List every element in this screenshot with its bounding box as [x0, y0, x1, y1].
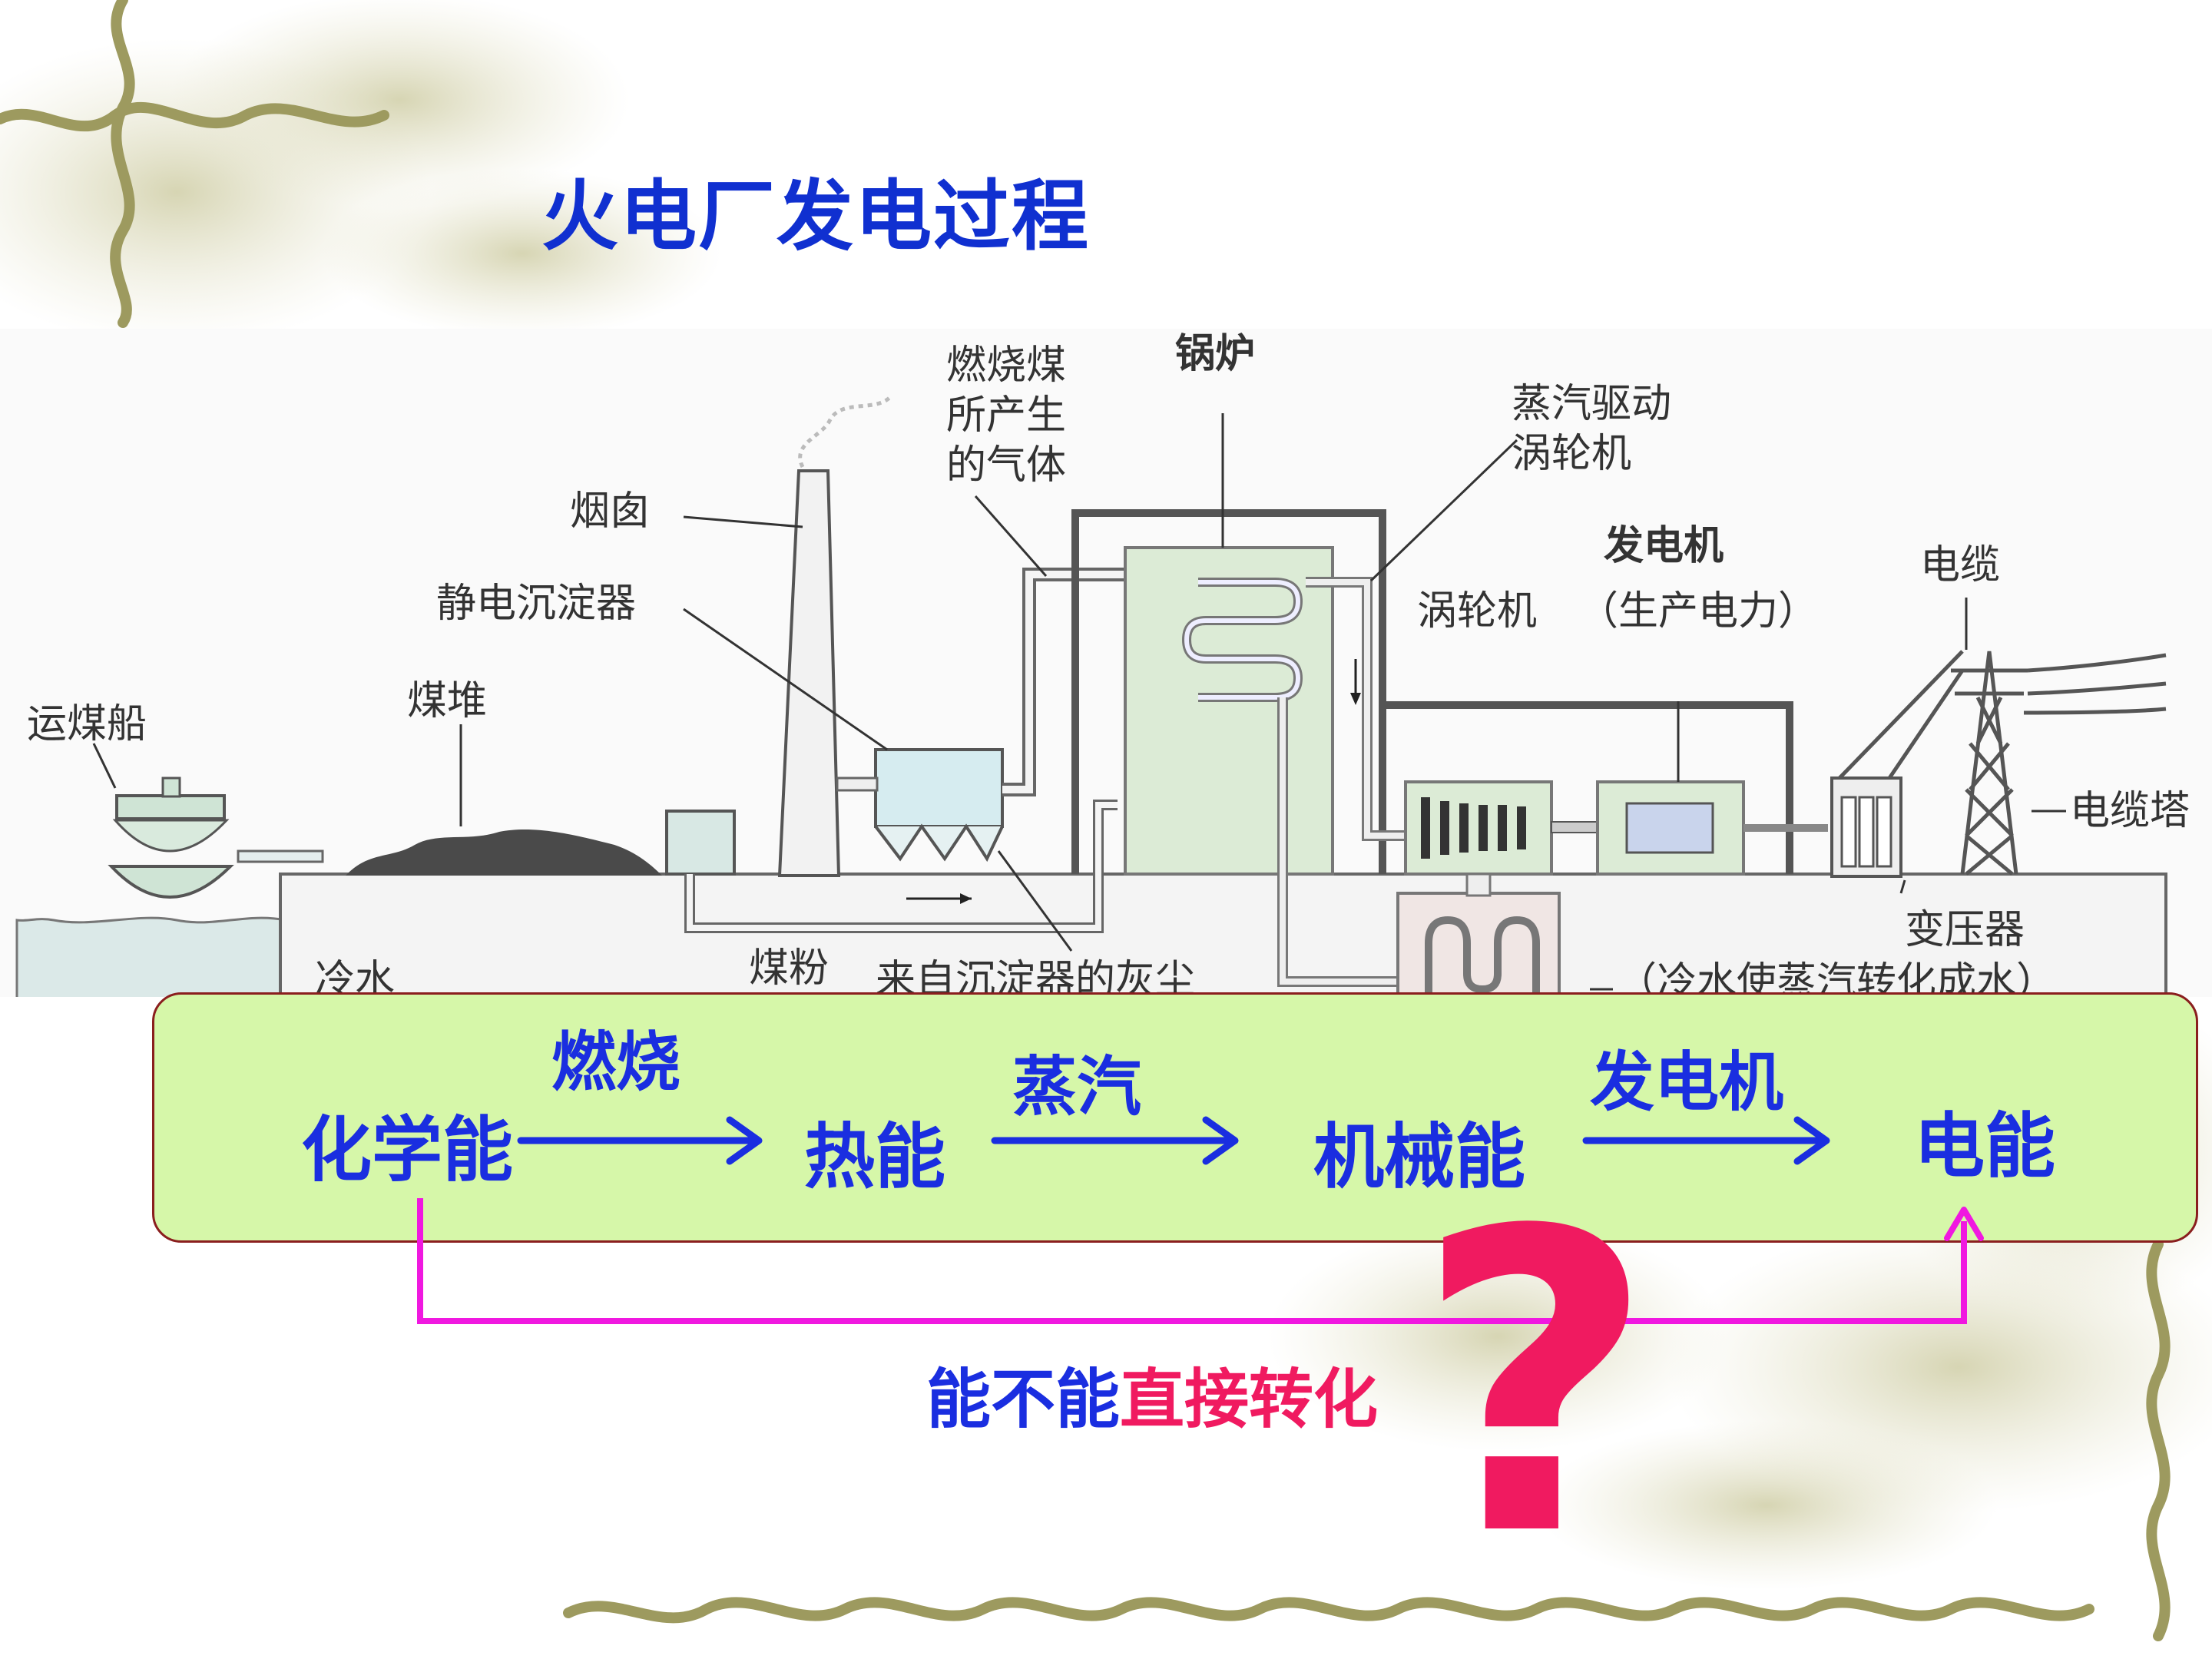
chimney: [777, 469, 841, 877]
stage-thermal-energy: 热能: [804, 1116, 946, 1198]
question-part-2: 直接转化: [1120, 1362, 1379, 1437]
cable-tower: [1951, 651, 2167, 876]
label-steam-2: 涡轮机: [1512, 431, 1631, 477]
coal-pile: [346, 829, 662, 876]
label-boiler: 锅炉: [1175, 330, 1255, 377]
question-text: 能不能直接转化: [926, 1348, 1378, 1441]
label-gas-1: 燃烧煤: [946, 343, 1066, 389]
ship-icon: [108, 777, 324, 899]
label-precipitator: 静电沉淀器: [436, 581, 636, 627]
process-generator: 发电机: [1590, 1045, 1784, 1120]
ground-platform: [279, 873, 2167, 997]
label-gas-2: 所产生: [946, 392, 1066, 439]
label-condense: （冷水使蒸汽转化成水）: [1617, 959, 2056, 997]
question-part-1: 能不能: [926, 1362, 1121, 1437]
process-combustion: 燃烧: [551, 1025, 681, 1100]
label-generator: 发电机: [1604, 522, 1724, 569]
label-cable: 电缆: [1920, 542, 2000, 588]
label-gas-3: 的气体: [946, 442, 1066, 488]
label-cold-water: 冷水: [315, 957, 395, 997]
stage-mechanical-energy: 机械能: [1313, 1116, 1526, 1198]
process-steam: 蒸汽: [1012, 1049, 1142, 1124]
label-transformer: 变压器: [1905, 907, 2025, 953]
label-turbine: 涡轮机: [1417, 588, 1537, 634]
water-area: [15, 916, 287, 997]
label-ship: 运煤船: [27, 701, 147, 747]
slide-title: 火电厂发电过程: [541, 171, 1090, 261]
stage-electric-energy: 电能: [1914, 1105, 2056, 1187]
label-steam-1: 蒸汽驱动: [1512, 381, 1671, 427]
label-ash: 来自沉淀器的灰尘: [876, 957, 1195, 997]
precipitator: [836, 748, 1004, 863]
stage-chemical-energy: 化学能: [301, 1109, 514, 1191]
label-coal-powder: 煤粉: [749, 945, 829, 992]
label-generator-note: （生产电力）: [1578, 588, 1818, 634]
label-cable-tower: 电缆塔: [2070, 788, 2190, 834]
label-chimney: 烟囱: [570, 488, 650, 535]
power-plant-diagram: 运煤船 煤堆 静电沉淀器 烟囱 燃烧煤 所产生 的气体 锅炉 蒸汽驱动 涡轮机 …: [0, 329, 2212, 997]
label-coal-pile: 煤堆: [407, 678, 487, 724]
